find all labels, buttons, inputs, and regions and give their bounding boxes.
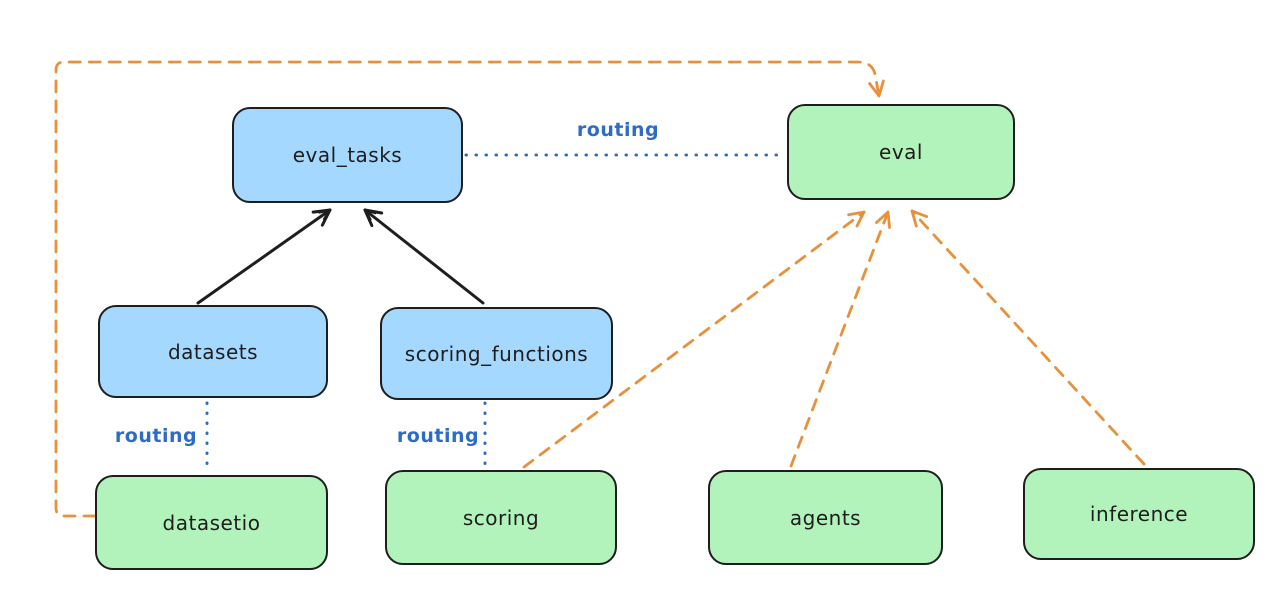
node-eval_tasks: eval_tasks <box>232 107 463 203</box>
node-inference: inference <box>1023 468 1255 560</box>
node-scoring_functions-label: scoring_functions <box>404 341 589 366</box>
edge-scoring-to-eval <box>522 210 866 469</box>
edge-agents-to-eval <box>789 210 891 468</box>
edge-datasets-to-eval_tasks <box>196 208 332 305</box>
node-eval_tasks-label: eval_tasks <box>292 143 403 167</box>
node-inference-label: inference <box>1089 502 1189 526</box>
routing-label-datasets-datasetio: routing <box>114 425 198 447</box>
node-datasets: datasets <box>98 305 328 398</box>
node-scoring: scoring <box>385 470 617 565</box>
node-agents-label: agents <box>789 505 862 530</box>
routing-label-eval_tasks-eval: routing <box>576 119 660 141</box>
node-eval: eval <box>787 104 1015 200</box>
routing-label-scoring_functions-scoring: routing <box>396 425 480 447</box>
node-eval-label: eval <box>879 140 923 164</box>
edge-datasetio-to-eval-loop <box>54 60 885 518</box>
node-agents: agents <box>708 470 943 565</box>
node-datasetio-label: datasetio <box>162 510 261 535</box>
node-datasets-label: datasets <box>167 339 259 364</box>
node-datasetio: datasetio <box>95 475 328 570</box>
edge-inference-to-eval <box>910 209 1146 466</box>
node-scoring_functions: scoring_functions <box>380 307 613 400</box>
edge-scoring_functions-to-eval_tasks <box>363 208 485 305</box>
node-scoring-label: scoring <box>462 505 540 530</box>
